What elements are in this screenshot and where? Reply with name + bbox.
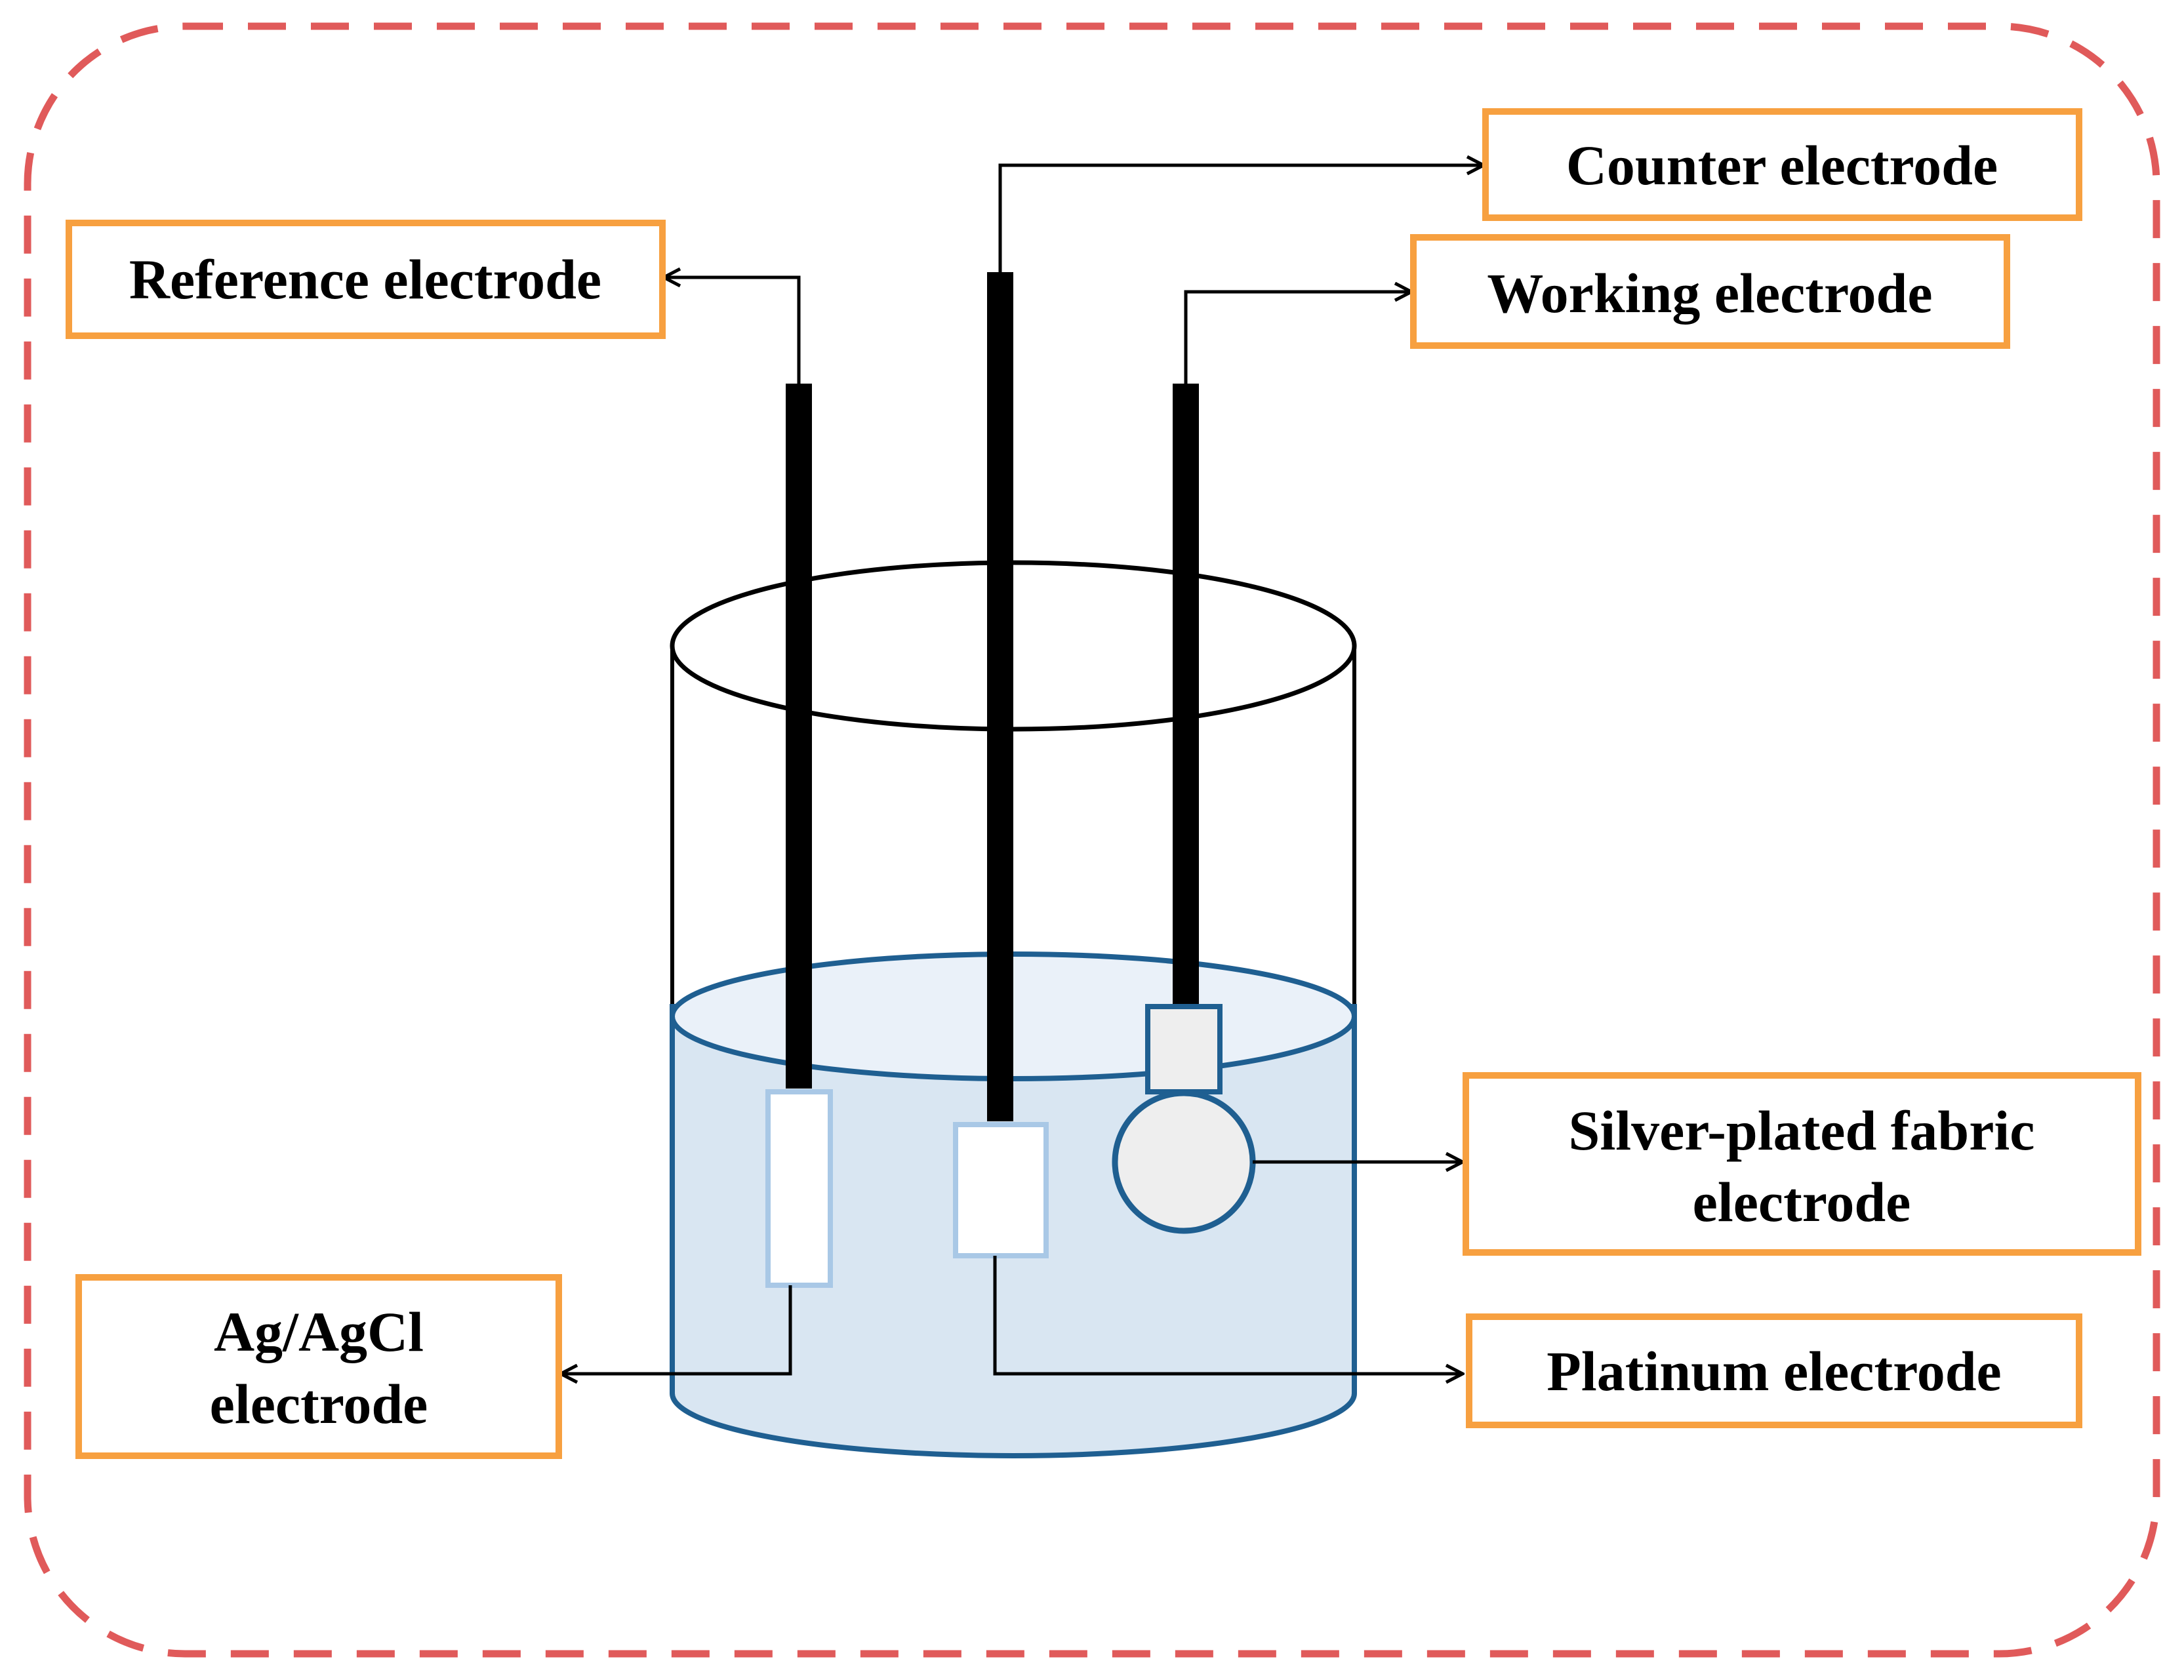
reference-electrode-rod <box>786 384 812 1089</box>
agcl-connector-arrow <box>561 1285 792 1374</box>
silver-plated-fabric-disc <box>1112 1090 1256 1234</box>
reference-electrode-text: Reference electrode <box>129 248 601 311</box>
counter-electrode-rod <box>987 272 1013 1121</box>
agcl-electrode-label: Ag/AgCl electrode <box>75 1274 562 1459</box>
silver-plated-fabric-electrode-label: Silver-plated fabric electrode <box>1463 1072 2141 1256</box>
agcl-electrode-tip <box>765 1089 833 1288</box>
silver-plated-fabric-text-line1: Silver-plated fabric <box>1569 1099 2035 1162</box>
platinum-electrode-label: Platinum electrode <box>1466 1313 2082 1428</box>
platinum-electrode-text: Platinum electrode <box>1547 1340 2001 1403</box>
counter-connector-arrow <box>998 165 1484 272</box>
dashed-frame <box>24 22 2160 1658</box>
counter-electrode-text: Counter electrode <box>1566 134 1998 197</box>
agcl-text-line1: Ag/AgCl <box>214 1300 424 1363</box>
platinum-electrode-tip <box>953 1122 1049 1258</box>
platinum-connector-arrow <box>993 1256 1463 1374</box>
agcl-text-line2: electrode <box>210 1372 428 1435</box>
reference-connector-arrow <box>664 277 801 384</box>
silver-plated-fabric-text-line2: electrode <box>1693 1170 1911 1233</box>
working-electrode-text: Working electrode <box>1487 262 1932 325</box>
working-electrode-holder <box>1145 1004 1223 1094</box>
reference-electrode-label: Reference electrode <box>66 220 666 339</box>
working-connector-arrow <box>1184 292 1411 384</box>
working-electrode-rod <box>1173 384 1199 1013</box>
counter-electrode-label: Counter electrode <box>1482 108 2082 221</box>
working-electrode-label: Working electrode <box>1410 234 2010 349</box>
